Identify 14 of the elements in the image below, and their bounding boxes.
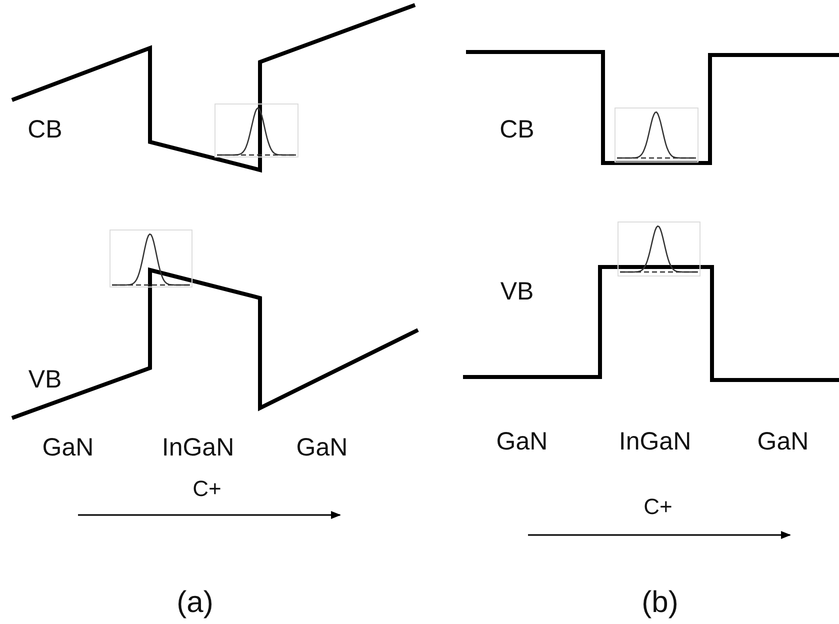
- band-label: CB: [28, 116, 62, 144]
- field-label: C+: [644, 494, 672, 520]
- material-label: GaN: [496, 428, 548, 456]
- material-label: GaN: [757, 428, 809, 456]
- band-label: VB: [500, 278, 534, 306]
- material-label: GaN: [42, 434, 94, 462]
- material-label: InGaN: [162, 434, 234, 462]
- panel-label: (a): [176, 586, 214, 620]
- band-label: CB: [500, 116, 534, 144]
- panel-label: (b): [642, 586, 678, 620]
- band-label: VB: [28, 366, 62, 394]
- material-label: GaN: [296, 434, 348, 462]
- field-label: C+: [192, 476, 222, 502]
- material-label: InGaN: [618, 428, 692, 456]
